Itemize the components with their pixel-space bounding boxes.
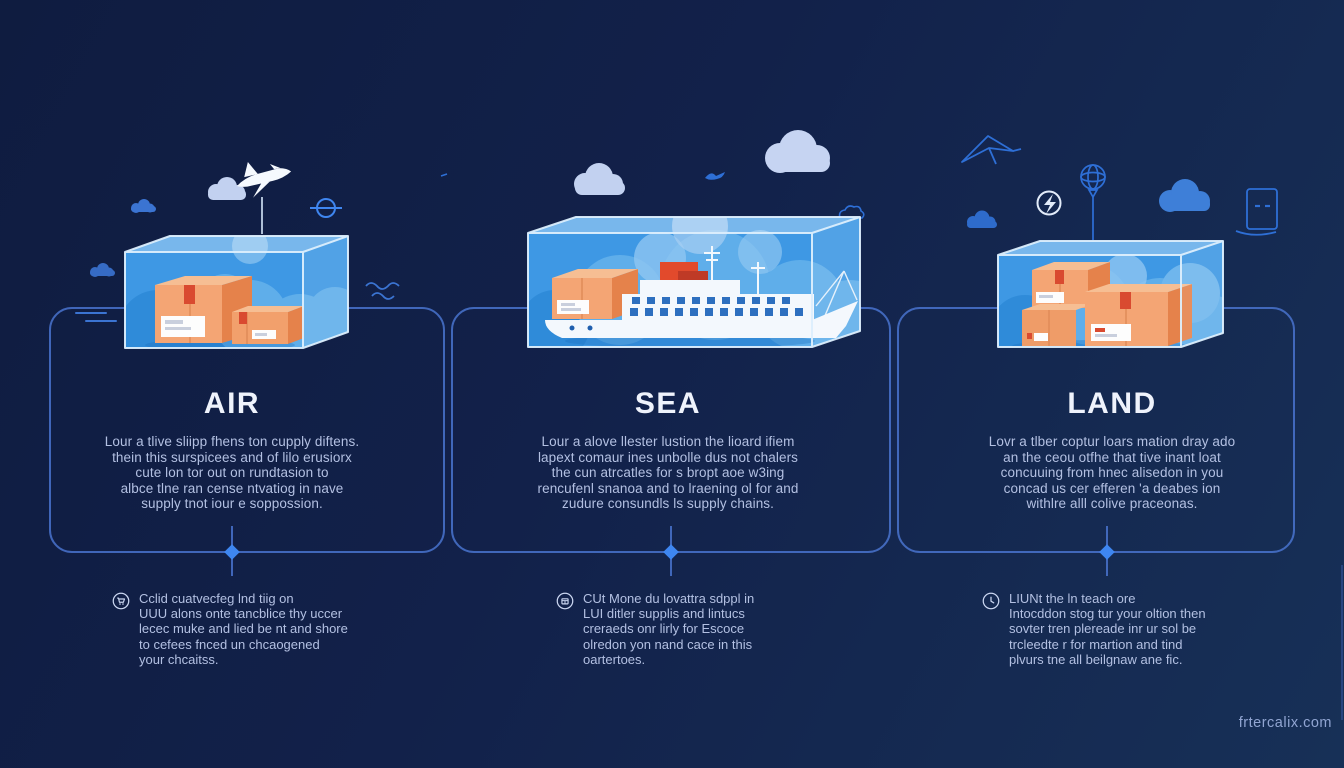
bird-icon (440, 173, 448, 177)
speed-lines-icon (75, 312, 117, 322)
land-node (1099, 544, 1115, 560)
text-line: Lour a alove llester lustion the lioard … (541, 434, 795, 449)
text-line: plvurs tne all beilgnaw ane fic. (1009, 651, 1183, 667)
text-line: UUU alons onte tancblice thy uccer (139, 606, 343, 622)
cloud-icon (1159, 179, 1210, 212)
text-line: concad us cer efferen 'a deabes ion (1003, 480, 1221, 496)
cloud-icon (131, 199, 156, 213)
air-decorations (75, 161, 400, 322)
text-line: CUt Mone du lovattra sdppl in (583, 591, 755, 606)
text-line: supply tnot iour e soppossion. (141, 496, 323, 511)
cargo-box (552, 269, 638, 319)
sea-section-title: SEA (634, 387, 702, 420)
cloud-icon (765, 130, 830, 173)
cargo-box (232, 306, 304, 344)
target-icon (310, 198, 342, 218)
text-line: oartertoes. (583, 651, 646, 667)
outline-cloud-icon (838, 205, 865, 219)
cart-icon (112, 592, 130, 610)
text-line: an the ceou otfhe that tive inant loat (1003, 449, 1221, 465)
sea-section-description: Lour a alove llester lustion the lioard … (488, 434, 848, 512)
bolt-badge-icon (1036, 190, 1062, 216)
watermark: frtercalix.com (1238, 715, 1332, 731)
text-line: LUI ditler supplis and lintucs (583, 606, 745, 622)
land-section-title: LAND (1067, 387, 1157, 420)
cargo-box (1022, 304, 1092, 346)
text-line: Intocddon stog tur your oltion then (1009, 606, 1206, 622)
text-line: Lovr a tlber coptur loars mation dray ad… (988, 434, 1236, 449)
sea-decorations (440, 130, 865, 219)
air-note: Cclid cuatvecfeg lnd tiig on UUU alons o… (112, 591, 374, 667)
connector-nodes (224, 544, 1115, 560)
text-line: albce tlne ran cense ntvatiog in nave (120, 480, 344, 496)
sea-node (663, 544, 679, 560)
text-line: Cclid cuatvecfeg lnd tiig on (139, 591, 294, 606)
text-line: to cefees fnced un chcaogened (139, 636, 320, 652)
text-line: thein this surspicees and of lilo erusio… (112, 449, 352, 465)
globe-balloon-icon (1080, 164, 1106, 240)
text-line: sovter tren plereade inr ur sol be (1009, 621, 1197, 637)
cloud-icon (208, 177, 246, 200)
cloud-icon (574, 163, 625, 195)
air-section-title: AIR (203, 387, 261, 420)
cloud-icon (967, 210, 997, 228)
text-line: withlre alll colive praceonas. (1026, 496, 1198, 511)
text-line: Lour a tlive sliipp fhens ton cupply dif… (104, 434, 360, 449)
cloud-icon (90, 263, 115, 277)
clock-icon (982, 592, 1000, 610)
ship-icon (545, 246, 858, 338)
land-glass-box (997, 240, 1224, 348)
cargo-box (1085, 284, 1192, 346)
land-note: LIUNt the ln teach ore Intocddon stog tu… (982, 591, 1232, 667)
air-glass-box (124, 235, 349, 349)
package-icon (556, 592, 574, 610)
text-line: the cun atrcatles for s bropt aoe w3ing (551, 465, 785, 480)
text-line: lecec muke and lied be nt and shore (139, 621, 348, 637)
text-line: concuuing from hnec alisedon in you (1000, 465, 1224, 480)
document-icon (1235, 188, 1278, 236)
waves-icon (365, 282, 400, 300)
text-line: trcleedte r for martion and tind (1009, 636, 1183, 652)
text-line: olredon yon nand cace in this (583, 636, 753, 652)
text-line: your chcaitss. (139, 651, 219, 667)
bird-icon (961, 135, 1022, 165)
bird-icon (705, 172, 725, 180)
text-line: rencufenl snanoa and to lraening ol for … (537, 480, 799, 496)
land-decorations (961, 135, 1278, 240)
text-line: cute lon tor out on rundtasion to (135, 465, 329, 480)
air-section-description: Lour a tlive sliipp fhens ton cupply dif… (62, 434, 402, 512)
land-section-description: Lovr a tlber coptur loars mation dray ad… (932, 434, 1292, 512)
text-line: lapext comaur ines unbolle dus not chale… (537, 449, 799, 465)
sea-note: CUt Mone du lovattra sdppl in LUI ditler… (556, 591, 801, 667)
sea-glass-box (527, 216, 861, 348)
text-line: creraeds onr lirly for Escoce (583, 621, 745, 637)
text-line: LIUNt the ln teach ore (1009, 591, 1136, 606)
text-line: zudure consundls ls supply chains. (561, 496, 775, 511)
cargo-box (155, 276, 252, 343)
air-node (224, 544, 240, 560)
